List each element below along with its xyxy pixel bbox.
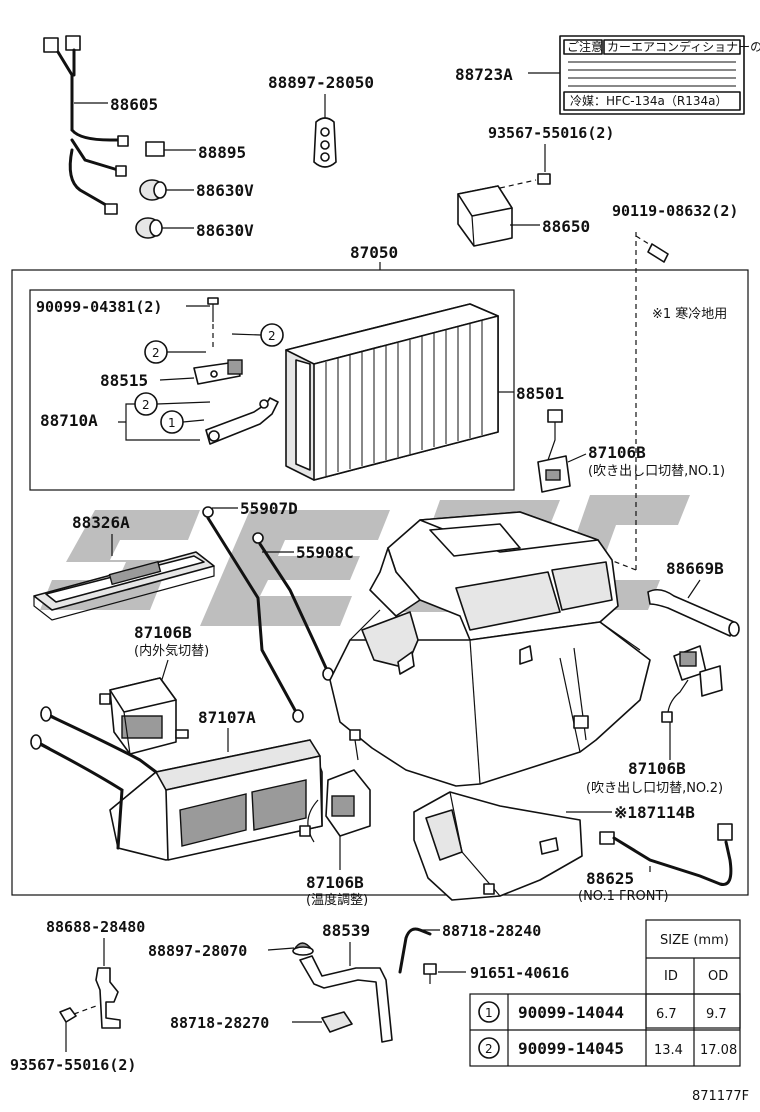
part-label-88650: 88650	[542, 217, 590, 236]
size-table-row1-id: 6.7	[656, 1007, 677, 1022]
expansion-valve-88515-drawing	[193, 359, 243, 385]
screw-93567-top-drawing	[499, 173, 551, 189]
part-label-88630v-2: 88630V	[196, 221, 254, 240]
part-label-90099-04381: 90099-04381(2)	[36, 298, 162, 316]
rod-55907d-drawing	[202, 506, 304, 723]
servo-87106b-in-drawing	[99, 677, 189, 755]
part-note-87106b-in: (内外気切替)	[134, 643, 209, 659]
svg-text:2: 2	[142, 398, 150, 412]
bolt-91651-drawing	[423, 963, 437, 984]
size-table-col-od: OD	[708, 969, 728, 984]
part-label-87106b-in: 87106B	[134, 623, 192, 642]
bracket-88688-drawing	[95, 967, 121, 1029]
evaporator-88501-drawing	[285, 303, 499, 481]
part-label-55908c: 55908C	[296, 543, 354, 562]
duct-87114b-drawing	[413, 791, 583, 901]
clip-88718-28270-drawing	[321, 1011, 353, 1033]
heater-core-87107a-drawing	[30, 706, 323, 861]
part-label-88723a: 88723A	[455, 65, 513, 84]
part-label-88605: 88605	[110, 95, 158, 114]
part-label-88625: 88625	[586, 869, 634, 888]
clamp-88718-28240-drawing	[398, 927, 432, 974]
size-table-row2-id: 13.4	[654, 1043, 683, 1058]
svg-text:2: 2	[268, 329, 276, 343]
wire-harness-88605-drawing	[43, 35, 129, 215]
grommet-88630v-drawing-2	[135, 217, 163, 239]
screw-93567-bottom-drawing	[59, 1005, 97, 1023]
wire-88625-drawing	[599, 823, 733, 886]
part-note-87106b-no2: (吹き出し口切替,NO.2)	[586, 781, 723, 796]
part-label-87107a: 87107A	[198, 708, 256, 727]
size-table-row1-mark: 1	[485, 1006, 493, 1020]
part-label-88501: 88501	[516, 384, 564, 403]
part-label-88669b: 88669B	[666, 559, 724, 578]
part-label-88630v-1: 88630V	[196, 181, 254, 200]
servo-87106b-no2-drawing	[661, 645, 723, 723]
screw-90099-04381-drawing	[207, 297, 219, 348]
size-table-row2-mark: 2	[485, 1042, 493, 1056]
part-label-88718-28270: 88718-28270	[170, 1014, 269, 1032]
part-label-88897-28050: 88897-28050	[268, 73, 374, 92]
part-label-87106b-no1: 87106B	[588, 443, 646, 462]
part-label-87106b-no2: 87106B	[628, 759, 686, 778]
part-label-88897-28070: 88897-28070	[148, 942, 247, 960]
part-label-88326a: 88326A	[72, 513, 130, 532]
drain-hose-88539-drawing	[299, 955, 393, 1043]
callout-circle-1: 1	[160, 410, 184, 434]
svg-text:2: 2	[152, 346, 160, 360]
grommet-88897-28070-drawing	[292, 942, 314, 956]
svg-text:カーエアコンディショナーの仕様に関する注意: カーエアコンディショナーの仕様に関する注意	[607, 39, 760, 54]
size-table-header: SIZE (mm)	[660, 933, 729, 948]
part-label-88515: 88515	[100, 371, 148, 390]
part-note-88625: (NO.1 FRONT)	[578, 889, 669, 904]
connector-88895-drawing	[145, 141, 165, 157]
part-label-88895: 88895	[198, 143, 246, 162]
hose-88669b-drawing	[647, 588, 740, 637]
size-table-row2-od: 17.08	[700, 1043, 737, 1058]
bolt-90119-drawing	[635, 235, 669, 263]
pipe-88710a-drawing	[205, 397, 279, 445]
part-label-91651: 91651-40616	[470, 964, 569, 982]
part-label-88718-28240: 88718-28240	[442, 922, 541, 940]
svg-text:冷媒：HFC-134a（R134a）: 冷媒：HFC-134a（R134a）	[570, 94, 728, 108]
part-label-55907d: 55907D	[240, 499, 298, 518]
servo-87106b-temp-drawing	[299, 729, 371, 843]
amplifier-88650-drawing	[457, 185, 513, 247]
part-label-90119: 90119-08632(2)	[612, 202, 738, 220]
svg-text:1: 1	[168, 416, 176, 430]
size-table-row2-part: 90099-14045	[518, 1039, 624, 1058]
callout-circle-2-upper: 2	[260, 323, 284, 347]
part-note-87106b-no1: (吹き出し口切替,NO.1)	[588, 464, 725, 479]
figure-code: 871177F	[692, 1089, 749, 1104]
part-label-88688: 88688-28480	[46, 918, 145, 936]
cold-region-note: ※1 寒冷地用	[652, 306, 727, 322]
part-label-88539: 88539	[322, 921, 370, 940]
evaporator-subassembly-frame	[29, 289, 515, 491]
servo-87106b-no1-drawing	[537, 409, 571, 493]
svg-text:ご注意: ご注意	[567, 39, 603, 54]
part-label-93567-bottom: 93567-55016(2)	[10, 1056, 136, 1074]
size-table-col-id: ID	[664, 969, 678, 984]
size-table-row1-part: 90099-14044	[518, 1003, 624, 1022]
heater-case-drawing	[329, 511, 651, 787]
part-note-87106b-temp: (温度調整)	[306, 892, 368, 908]
size-table: SIZE (mm) ID OD 1 90099-14044 6.7 9.7 2 …	[469, 919, 741, 1067]
caution-plate-88723a-drawing: ご注意 カーエアコンディショナーの仕様に関する注意 冷媒：HFC-134a（R1…	[559, 35, 760, 115]
part-label-87114b: ※187114B	[614, 803, 695, 822]
part-label-88710a: 88710A	[40, 411, 98, 430]
size-table-row1-od: 9.7	[706, 1007, 727, 1022]
part-label-93567-top: 93567-55016(2)	[488, 124, 614, 142]
door-88326a-drawing	[33, 551, 215, 621]
callout-circle-2-lower: 2	[134, 392, 158, 416]
rod-55908c-drawing	[252, 532, 334, 681]
part-label-87050: 87050	[350, 243, 398, 262]
callout-circle-2-middle: 2	[144, 340, 168, 364]
part-label-87106b-temp: 87106B	[306, 873, 364, 892]
grommet-88630v-drawing-1	[139, 179, 167, 201]
clip-88897-28050-drawing	[313, 117, 337, 168]
